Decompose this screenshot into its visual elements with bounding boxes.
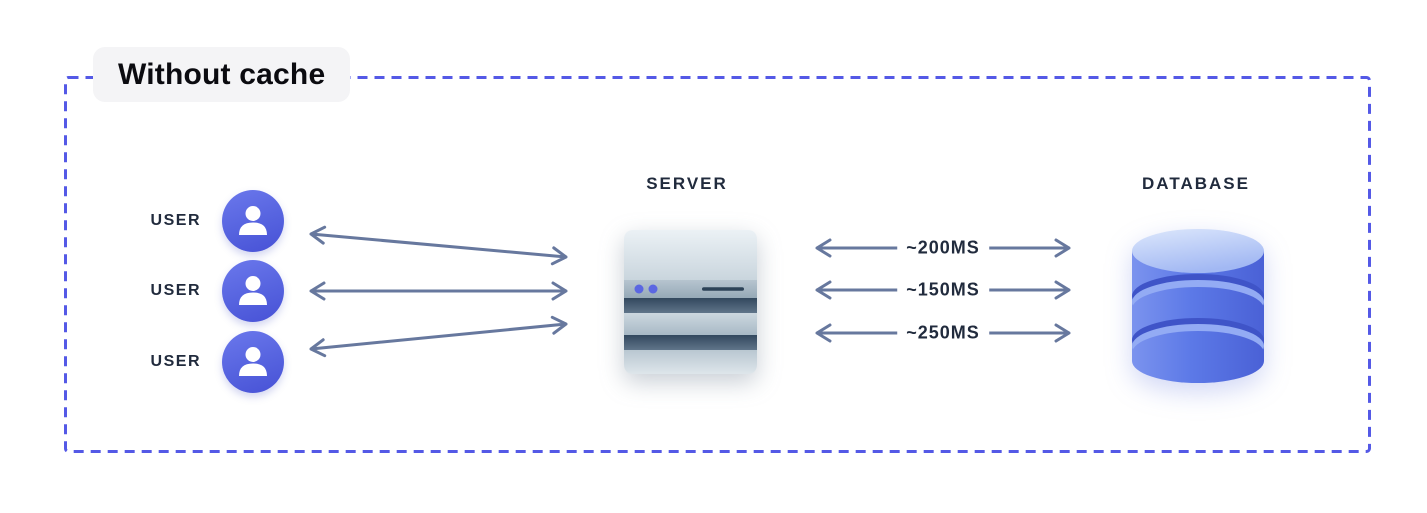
latency-label-2: ~150MS xyxy=(897,279,989,301)
person-icon xyxy=(239,206,267,235)
server-led-icon xyxy=(634,284,644,294)
person-icon xyxy=(239,347,267,376)
person-icon xyxy=(239,276,267,305)
latency-label-1: ~200MS xyxy=(897,237,989,259)
latency-label-3: ~250MS xyxy=(897,322,989,344)
user-avatar-icon xyxy=(222,331,284,393)
diagram-title: Without cache xyxy=(118,57,326,91)
double-arrow xyxy=(309,281,568,301)
double-arrow xyxy=(309,225,568,266)
user-label: USER xyxy=(150,353,201,370)
server-stack-icon xyxy=(624,230,757,374)
database-label: DATABASE xyxy=(1142,174,1250,193)
user-label: USER xyxy=(150,212,201,229)
user-row-1: USER xyxy=(120,190,284,252)
server-slot-icon xyxy=(702,287,744,291)
user-row-3: USER xyxy=(120,331,284,393)
user-label: USER xyxy=(150,282,201,299)
user-row-2: USER xyxy=(120,260,284,322)
user-avatar-icon xyxy=(222,260,284,322)
user-avatar-icon xyxy=(222,190,284,252)
double-arrow xyxy=(309,315,568,358)
diagram-title-badge: Without cache xyxy=(93,47,351,102)
server-label: SERVER xyxy=(646,174,728,193)
server-led-icon xyxy=(648,284,658,294)
database-cylinder-icon xyxy=(1132,229,1264,383)
